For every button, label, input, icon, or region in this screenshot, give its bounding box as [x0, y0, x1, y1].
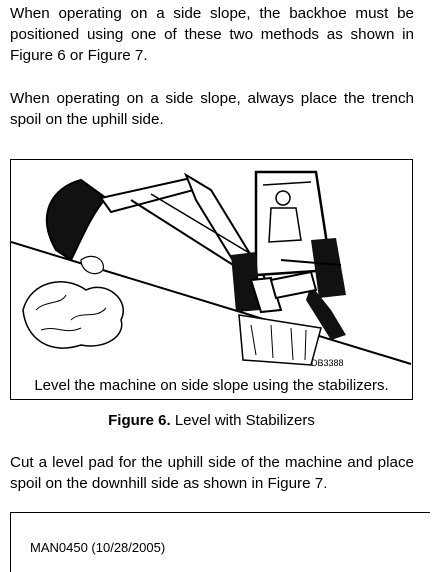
footer-doc-code: MAN0450 (10/28/2005) [30, 540, 166, 555]
figure-caption-label: Figure 6. [108, 412, 171, 429]
figure-6-illustration: DB3388 Level the machine on side slope u… [10, 159, 413, 400]
stabilizer-right [306, 285, 346, 340]
footer-border [10, 512, 430, 572]
figure-inner-caption: Level the machine on side slope using th… [34, 377, 389, 394]
operator-head [275, 190, 291, 206]
paragraph-trench-spoil: When operating on a side slope, always p… [10, 90, 414, 128]
backhoe-bucket [46, 178, 108, 262]
rear-wheel-left [231, 252, 261, 312]
rear-wheel-right [311, 238, 346, 298]
figure-caption: Figure 6. Level with Stabilizers [0, 412, 423, 429]
spoil-pile [22, 281, 124, 349]
dipper-arm [99, 176, 203, 214]
paragraph-side-slope-methods: When operating on a side slope, the back… [10, 5, 414, 64]
figure-caption-text: Level with Stabilizers [174, 412, 315, 429]
figure-id-label: DB3388 [311, 358, 344, 368]
backhoe-illustration [11, 170, 412, 366]
trench [238, 314, 322, 366]
paragraph-level-pad: Cut a level pad for the uphill side of t… [10, 454, 414, 492]
slope-line [11, 241, 412, 365]
operator-body [268, 207, 302, 243]
